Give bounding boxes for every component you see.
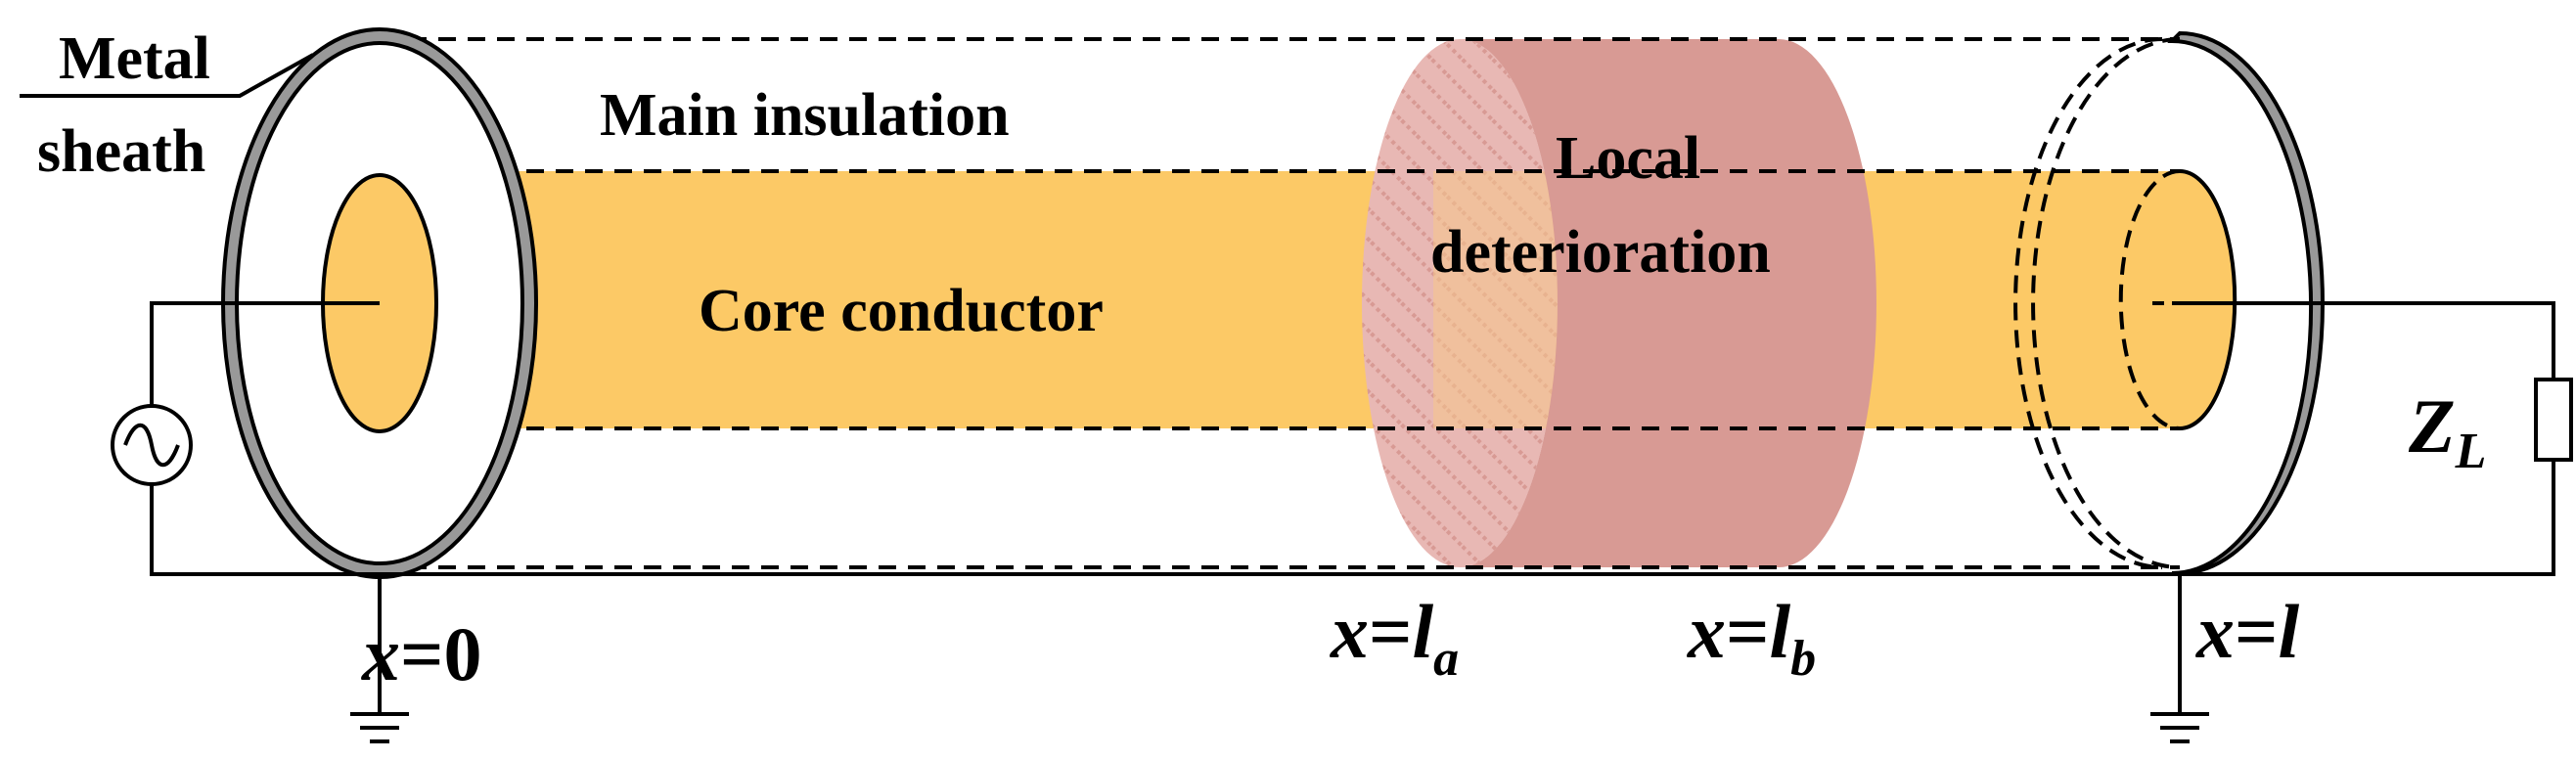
source-wire-bottom: [150, 484, 2180, 576]
main-insulation-label: Main insulation: [600, 82, 1010, 149]
position-xl-label: x=l: [2195, 589, 2299, 674]
source-wire-top: [150, 301, 380, 407]
core-conductor-label: Core conductor: [699, 278, 1104, 344]
load-impedance-label: ZL: [2408, 383, 2486, 479]
ground-icon-right: [2150, 574, 2209, 743]
ground-icon-left: [350, 574, 409, 743]
far-end-hidden-outer: [2013, 37, 2163, 569]
core-conductor-far-end: [2125, 171, 2235, 427]
metal-label: Metal: [59, 25, 210, 92]
metal-sheath-leader: [20, 53, 314, 98]
sine-wave-icon: [123, 424, 180, 468]
load-impedance-icon: [2534, 378, 2573, 462]
core-conductor-body: [380, 171, 2180, 428]
position-xlb-label: x=lb: [1687, 589, 1816, 687]
load-wire-top: [2180, 301, 2555, 380]
local-label: Local: [1556, 125, 1700, 192]
position-x0-label: x=0: [361, 611, 481, 696]
position-xla-label: x=la: [1330, 589, 1459, 687]
far-end-core-visible: [2179, 169, 2237, 430]
load-wire-bottom: [2180, 460, 2555, 576]
far-end-hidden-inner: [2031, 37, 2181, 569]
far-end-core-hidden: [2118, 169, 2181, 430]
deterioration-label: deterioration: [1430, 219, 1771, 286]
sheath-label: sheath: [37, 118, 205, 185]
deterioration-core-overlap: [1433, 171, 1558, 428]
